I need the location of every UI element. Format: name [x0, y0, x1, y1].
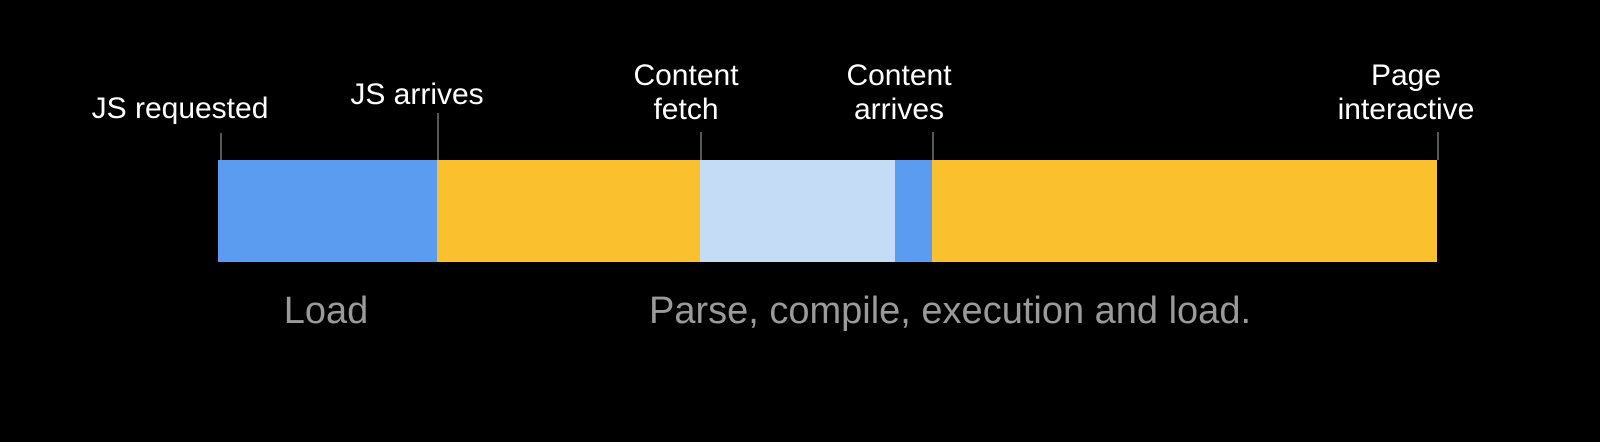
leader-line-js-requested	[220, 133, 222, 160]
leader-line-page-interactive	[1437, 132, 1439, 160]
marker-label-js-requested: JS requested	[0, 92, 430, 126]
leader-line-js-arrives	[437, 113, 439, 160]
bar-segment-load	[218, 160, 437, 262]
phase-caption-parse-compile-execution-load: Parse, compile, execution and load.	[648, 290, 1252, 332]
bar-segment-content-fetch	[700, 160, 895, 262]
bar-segment-parse-compile-2	[932, 160, 1437, 262]
phase-caption-load: Load	[283, 290, 369, 332]
leader-line-content-fetch	[700, 132, 702, 160]
marker-label-line: JS arrives	[350, 78, 484, 111]
marker-label-js-arrives: JS arrives	[167, 78, 667, 112]
bar-segment-parse-compile-1	[437, 160, 700, 262]
marker-label-line: fetch	[653, 93, 719, 126]
leader-line-content-arrives	[932, 132, 934, 160]
marker-label-line: Content	[633, 59, 739, 92]
timeline-bar	[218, 160, 1437, 262]
marker-label-line: Content	[846, 59, 952, 92]
marker-label-line: Page	[1370, 59, 1442, 92]
marker-label-line: JS requested	[91, 92, 269, 125]
marker-label-line: arrives	[853, 93, 944, 126]
marker-label-line: interactive	[1337, 93, 1475, 126]
bar-segment-content-load	[895, 160, 932, 262]
